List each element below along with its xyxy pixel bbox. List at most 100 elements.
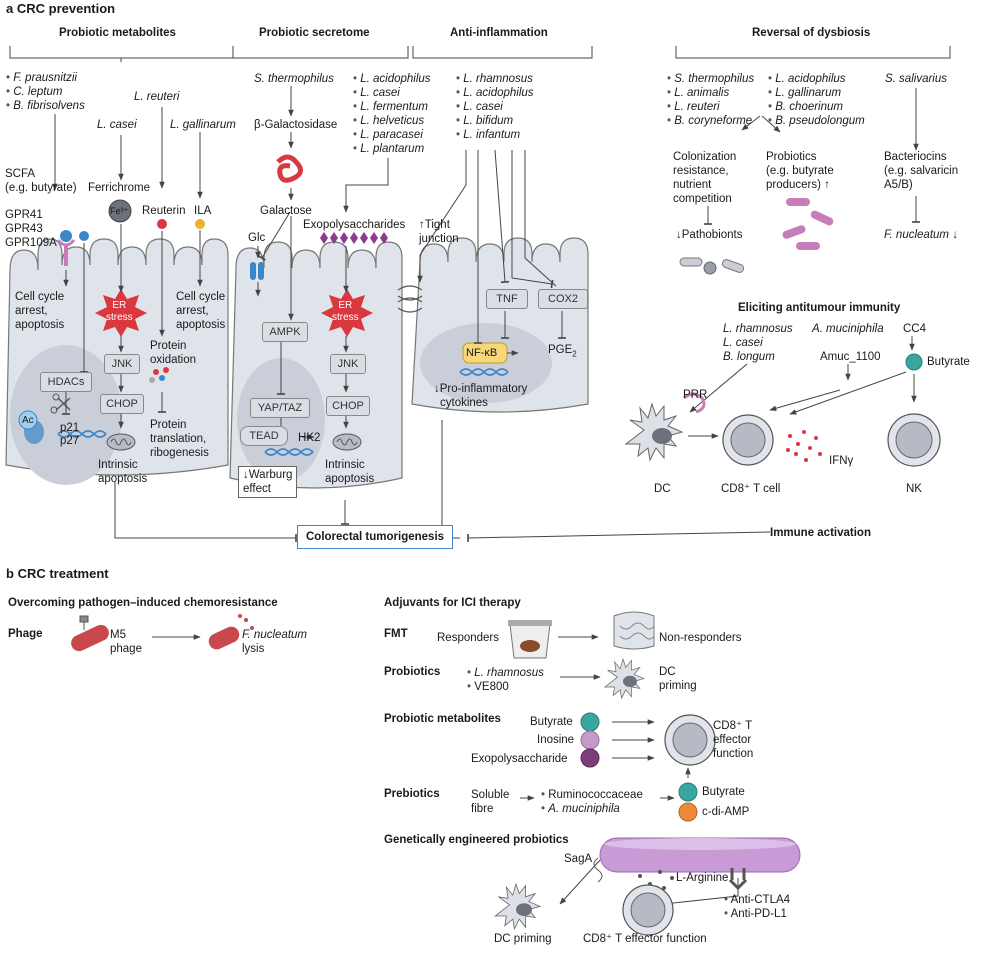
intrinsic-apoptosis-1: Intrinsic apoptosis <box>98 458 147 486</box>
ici-title: Adjuvants for ICI therapy <box>384 597 521 609</box>
text-line: Intrinsic <box>98 459 138 471</box>
species-item: L. rhamnosus <box>467 666 544 680</box>
panel-a-title-text: CRC prevention <box>16 1 116 16</box>
s-salivarius-label: S. salivarius <box>885 73 947 85</box>
er-stress-1: ER stress <box>106 300 133 324</box>
reuterin-label: Reuterin <box>142 205 186 217</box>
species-item: L. fermentum <box>353 100 431 114</box>
text-line: Bacteriocins <box>884 151 947 163</box>
s-thermophilus-label: S. thermophilus <box>254 73 334 85</box>
soluble-fibre-label: Soluble fibre <box>471 788 509 816</box>
text-line: producers) ↑ <box>766 179 830 191</box>
receptor-item: GPR109A <box>5 237 57 249</box>
exopolysaccharides-label: Exopolysaccharides <box>303 219 406 231</box>
metabolite-species-list: F. prausnitzii C. leptum B. fibrisolvens <box>6 71 85 113</box>
receptor-item: GPR41 <box>5 209 43 221</box>
l-casei-label: L. casei <box>97 119 137 131</box>
er-stress-2: ER stress <box>332 300 359 324</box>
species-item: A. muciniphila <box>541 802 643 816</box>
species-item: L. acidophilus <box>353 72 430 86</box>
species-item: L. infantum <box>456 128 534 142</box>
butyrate-label-c: Butyrate <box>702 786 745 798</box>
colorectal-tumorigenesis-box: Colorectal tumorigenesis <box>297 525 454 549</box>
l-reuteri-label: L. reuteri <box>134 91 180 103</box>
pge2-label: PGE2 <box>548 343 577 361</box>
p21-label: p21 <box>60 422 80 434</box>
l-arginine-label: L-Arginine <box>676 872 729 884</box>
a-muciniphila-label: A. muciniphila <box>812 323 884 335</box>
text-line: (e.g. salvaricin <box>884 165 959 177</box>
pro-inflammatory-label: ↓Pro-inflammatory cytokines <box>434 382 527 410</box>
probiotics-list: L. rhamnosus VE800 <box>467 666 544 694</box>
text-line: ↑Tight <box>419 219 450 231</box>
text-line: ER <box>338 300 353 311</box>
exopolysaccharide-label: Exopolysaccharide <box>471 753 568 765</box>
engineered-row-label: Genetically engineered probiotics <box>384 834 569 846</box>
scfa-line: (e.g. butyrate) <box>5 182 77 194</box>
text-line: lysis <box>242 643 265 655</box>
species-item: VE800 <box>467 680 544 694</box>
dc-label: DC <box>654 483 671 495</box>
dysbiosis-species-left: S. thermophilus L. animalis L. reuteri B… <box>667 72 754 128</box>
antibody-list: Anti-CTLA4 Anti-PD-L1 <box>724 893 790 921</box>
text-line: CD8⁺ T <box>713 720 753 732</box>
pathobionts-label: ↓Pathobionts <box>676 229 743 241</box>
amuc-label: Amuc_1100 <box>820 351 881 363</box>
panel-a-title: a CRC prevention <box>6 1 115 16</box>
down-arrow-text: ↓ <box>949 229 958 241</box>
text-line: stress <box>332 312 359 323</box>
cdiamp-label: c-di-AMP <box>702 806 750 818</box>
text-line: apoptosis <box>176 319 226 331</box>
receptor-item: GPR43 <box>5 223 43 235</box>
text-line: arrest, <box>176 305 209 317</box>
species-item: L. animalis <box>667 86 754 100</box>
probiotics-butyrate-label: Probiotics (e.g. butyrate producers) ↑ <box>766 150 834 192</box>
ila-label: ILA <box>194 205 212 217</box>
text-line: apoptosis <box>15 319 65 331</box>
text-line: nutrient <box>673 179 712 191</box>
text-line: function <box>713 748 754 760</box>
text-line: resistance, <box>673 165 729 177</box>
species-item: B. coryneforme <box>667 114 754 128</box>
pge-subscript: 2 <box>572 349 577 359</box>
header-anti-inflammation: Anti-inflammation <box>450 27 548 39</box>
f-nucleatum-lysis-label: F. nucleatum lysis <box>242 628 307 656</box>
header-secretome: Probiotic secretome <box>259 27 370 39</box>
prr-label: PRR <box>683 389 708 401</box>
text-line: F. nucleatum <box>242 629 307 641</box>
acetyl-label: Ac <box>22 415 34 426</box>
galactose-label: Galactose <box>260 205 312 217</box>
cd8-effector-label: CD8⁺ T effector function <box>713 719 753 761</box>
species-item: L. casei <box>353 86 431 100</box>
species-item: L. rhamnosus <box>456 72 534 86</box>
species-item: L. plantarum <box>353 142 431 156</box>
intrinsic-apoptosis-2: Intrinsic apoptosis <box>325 458 374 486</box>
text-line: junction <box>419 233 459 245</box>
ifn-gamma-label: IFNγ <box>829 455 854 467</box>
responders-label: Responders <box>437 632 500 644</box>
text-line: translation, <box>150 433 207 445</box>
panel-letter-a: a <box>6 1 14 16</box>
immunity-species-list: L. rhamnosus L. casei B. longum <box>723 322 793 364</box>
cox2-box: COX2 <box>538 289 588 309</box>
species-item: C. leptum <box>6 85 85 99</box>
cd8-effector-function-label: CD8⁺ T effector function <box>583 933 707 945</box>
species-item: L. helveticus <box>353 114 431 128</box>
species-item: L. gallinarum <box>768 86 865 100</box>
cell-cycle-arrest-2: Cell cycle arrest, apoptosis <box>176 290 225 332</box>
jnk-box-1: JNK <box>104 354 140 374</box>
header-dysbiosis: Reversal of dysbiosis <box>752 27 871 39</box>
dc-priming-label-1: DC priming <box>659 665 697 693</box>
bacteriocins-label: Bacteriocins (e.g. salvaricin A5/B) <box>884 150 958 192</box>
receptor-list: GPR41 GPR43 GPR109A <box>5 208 57 250</box>
scfa-label: SCFA (e.g. butyrate) <box>5 167 77 195</box>
species-item: B. fibrisolvens <box>6 99 85 113</box>
text-line: ribogenesis <box>150 447 209 459</box>
anti-inflammation-species-list: L. rhamnosus L. acidophilus L. casei L. … <box>456 72 534 142</box>
species-item: S. thermophilus <box>667 72 754 86</box>
cc4-label: CC4 <box>903 323 927 335</box>
panel-b-title: b CRC treatment <box>6 566 109 581</box>
butyrate-label-b: Butyrate <box>530 716 573 728</box>
probiotics-row-label: Probiotics <box>384 666 441 678</box>
text-line: Intrinsic <box>325 459 365 471</box>
